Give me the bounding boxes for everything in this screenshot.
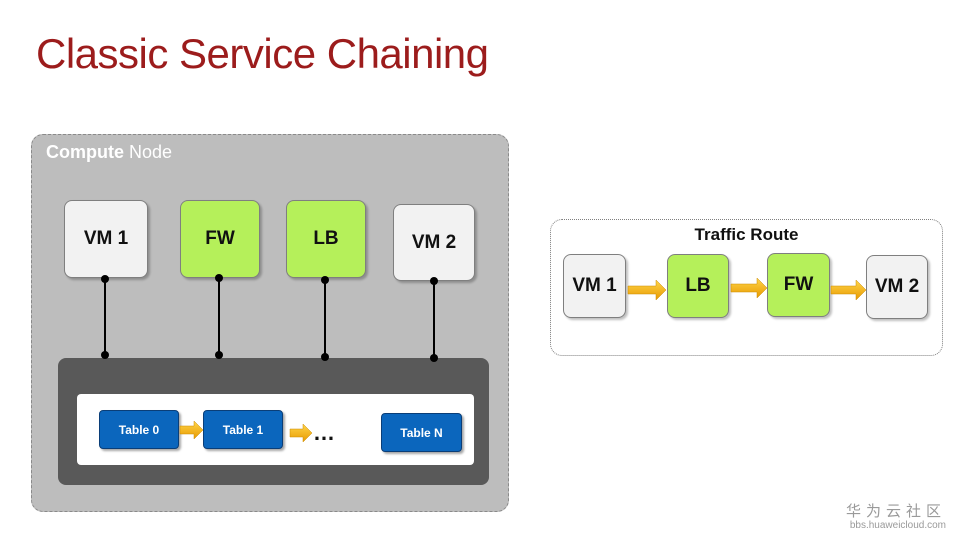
route-vm1: VM 1 xyxy=(563,254,626,318)
traffic-route-title: Traffic Route xyxy=(694,225,799,244)
route-vm2: VM 2 xyxy=(866,255,928,319)
table-arrows xyxy=(179,420,313,443)
compute-label-bold: Compute xyxy=(46,142,124,162)
node-label-rest: Node xyxy=(124,142,173,162)
watermark-chinese: 华为云社区 xyxy=(845,503,946,520)
link-lb xyxy=(321,276,329,361)
page-title: Classic Service Chaining xyxy=(36,30,489,77)
vm-switch-links xyxy=(101,274,438,362)
route-lb: LB xyxy=(667,254,729,318)
watermark-url: bbs.huaweicloud.com xyxy=(849,520,946,531)
ellipsis: … xyxy=(313,420,338,445)
link-vm1 xyxy=(101,275,109,359)
route-arrows xyxy=(627,277,867,301)
table-0: Table 0 xyxy=(99,410,179,449)
compute-node-label: Compute Node xyxy=(46,142,172,163)
link-fw xyxy=(215,274,223,359)
arrow-fw-vm2 xyxy=(830,279,867,301)
arrow-lb-fw xyxy=(730,277,768,299)
vm1-box: VM 1 xyxy=(64,200,148,278)
table-n: Table N xyxy=(381,413,462,452)
arrow-vm1-lb xyxy=(627,279,667,301)
arrow-table1-next xyxy=(289,423,313,443)
arrow-table0-table1 xyxy=(179,420,204,440)
lb-box: LB xyxy=(286,200,366,278)
route-fw: FW xyxy=(767,253,830,317)
link-vm2 xyxy=(430,277,438,362)
table-1: Table 1 xyxy=(203,410,283,449)
vm2-box: VM 2 xyxy=(393,204,475,281)
fw-box: FW xyxy=(180,200,260,278)
